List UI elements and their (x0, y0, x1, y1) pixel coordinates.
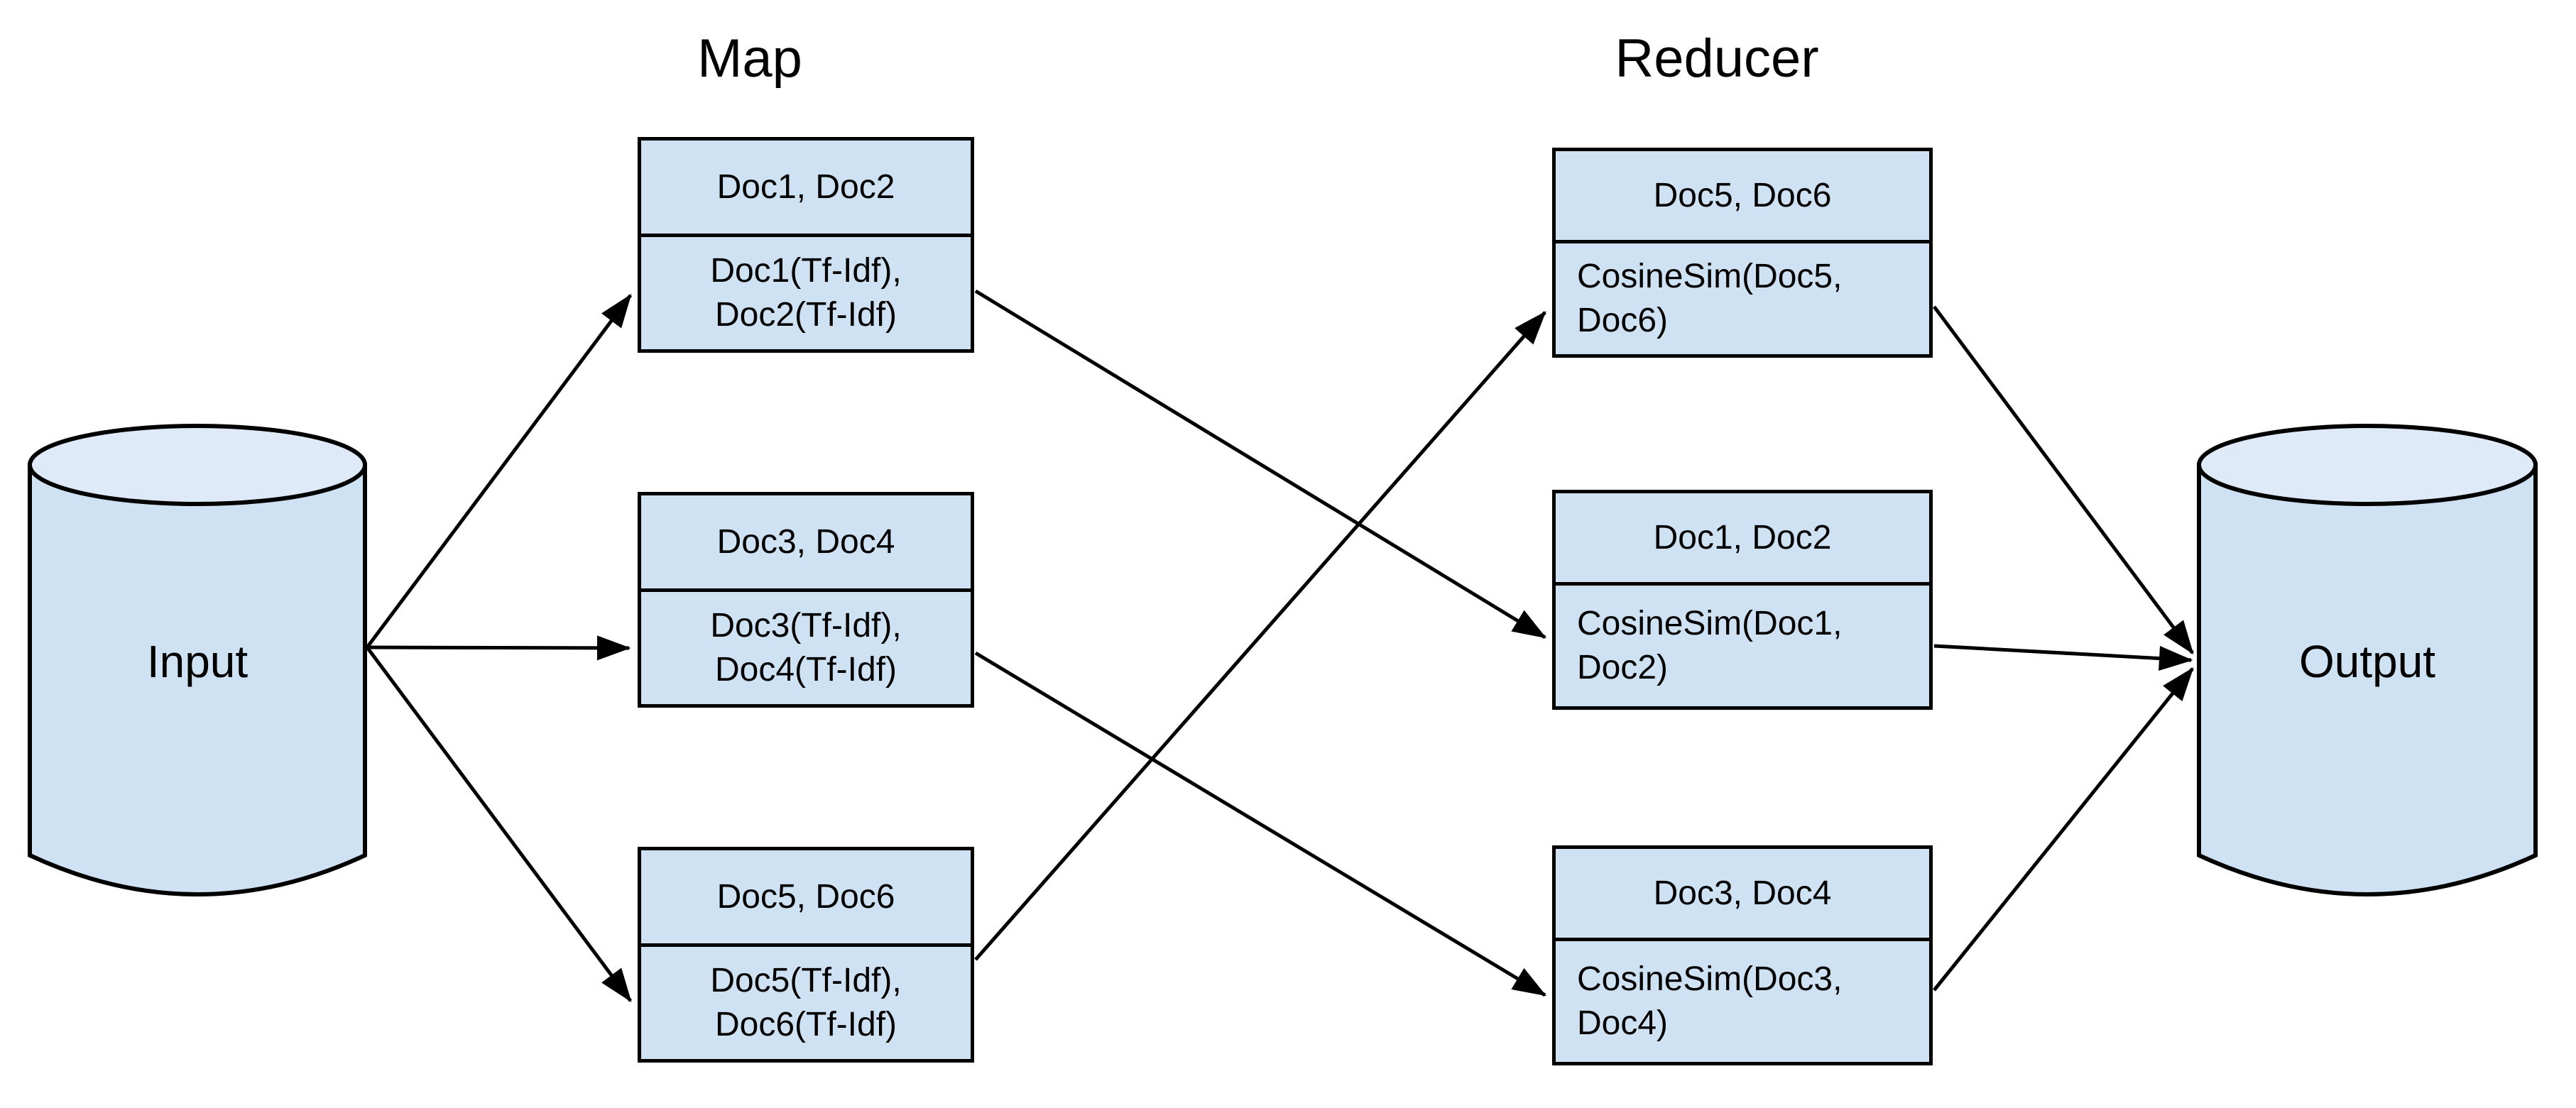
reducer-task-node-2: Doc1, Doc2 CosineSim(Doc1, Doc2) (1552, 490, 1933, 710)
map-task-1-input-text: Doc1, Doc2 (716, 168, 895, 206)
output-cylinder (2197, 424, 2538, 896)
arrow-reducer1-to-output (1932, 305, 2195, 655)
map-task-node-1: Doc1, Doc2 Doc1(Tf-Idf), Doc2(Tf-Idf) (638, 137, 974, 353)
map-task-3-input-text: Doc5, Doc6 (716, 878, 895, 916)
arrow-map3-to-reducer1 (974, 311, 1546, 961)
reducer-task-node-3: Doc3, Doc4 CosineSim(Doc3, Doc4) (1552, 845, 1933, 1065)
input-cylinder-body (28, 463, 367, 896)
arrow-input-to-map2 (366, 635, 631, 661)
reducer-task-2-output-line2: Doc2) (1577, 649, 1669, 686)
map-task-3-output-row: Doc5(Tf-Idf), Doc6(Tf-Idf) (641, 947, 971, 1059)
arrow-reducer2-to-output (1933, 644, 2193, 671)
reducer-column-title: Reducer (1615, 28, 1819, 89)
map-column-title: Map (697, 28, 802, 89)
map-task-2-input-row: Doc3, Doc4 (641, 495, 971, 592)
reducer-task-node-1: Doc5, Doc6 CosineSim(Doc5, Doc6) (1552, 148, 1933, 358)
arrow-input-to-map3 (365, 646, 633, 1003)
map-task-1-output-line2: Doc2(Tf-Idf) (714, 296, 897, 334)
output-label: Output (2298, 636, 2436, 687)
reducer-task-2-output-row: CosineSim(Doc1, Doc2) (1556, 586, 1929, 706)
reducer-task-2-input-row: Doc1, Doc2 (1556, 493, 1929, 586)
reducer-task-1-input-row: Doc5, Doc6 (1556, 151, 1929, 243)
map-task-node-3: Doc5, Doc6 Doc5(Tf-Idf), Doc6(Tf-Idf) (638, 847, 974, 1063)
map-task-1-output-line1: Doc1(Tf-Idf), (710, 252, 902, 290)
arrow-map1-to-reducer2 (974, 289, 1547, 640)
reducer-task-1-input-text: Doc5, Doc6 (1653, 177, 1832, 214)
reducer-task-1-output-line2: Doc6) (1577, 302, 1669, 339)
reducer-task-1-output-line1: CosineSim(Doc5, (1577, 258, 1843, 295)
input-label: Input (146, 636, 249, 687)
reducer-task-3-output-row: CosineSim(Doc3, Doc4) (1556, 941, 1929, 1062)
map-task-3-output-line2: Doc6(Tf-Idf) (714, 1006, 897, 1043)
input-cylinder (28, 424, 367, 896)
map-task-2-output-row: Doc3(Tf-Idf), Doc4(Tf-Idf) (641, 592, 971, 704)
map-task-node-2: Doc3, Doc4 Doc3(Tf-Idf), Doc4(Tf-Idf) (638, 492, 974, 708)
map-task-1-output-row: Doc1(Tf-Idf), Doc2(Tf-Idf) (641, 237, 971, 349)
arrow-map2-to-reducer3 (974, 651, 1547, 997)
map-task-3-output-line1: Doc5(Tf-Idf), (710, 962, 902, 999)
reducer-task-3-output-line1: CosineSim(Doc3, (1577, 960, 1843, 998)
reducer-task-2-input-text: Doc1, Doc2 (1653, 519, 1832, 556)
map-task-3-input-row: Doc5, Doc6 (641, 850, 971, 947)
reducer-task-2-output-line1: CosineSim(Doc1, (1577, 605, 1843, 642)
map-task-2-output-line2: Doc4(Tf-Idf) (714, 651, 897, 689)
reducer-task-3-output-line2: Doc4) (1577, 1004, 1669, 1042)
map-task-1-input-row: Doc1, Doc2 (641, 141, 971, 237)
output-cylinder-body (2197, 463, 2538, 896)
arrow-reducer3-to-output (1933, 667, 2194, 992)
output-cylinder-top (2197, 424, 2538, 506)
arrow-input-to-map1 (365, 293, 633, 649)
reducer-task-3-input-text: Doc3, Doc4 (1653, 874, 1832, 912)
reducer-task-1-output-row: CosineSim(Doc5, Doc6) (1556, 243, 1929, 354)
map-task-2-output-line1: Doc3(Tf-Idf), (710, 607, 902, 644)
reducer-task-3-input-row: Doc3, Doc4 (1556, 849, 1929, 941)
input-cylinder-top (28, 424, 367, 506)
map-task-2-input-text: Doc3, Doc4 (716, 523, 895, 561)
